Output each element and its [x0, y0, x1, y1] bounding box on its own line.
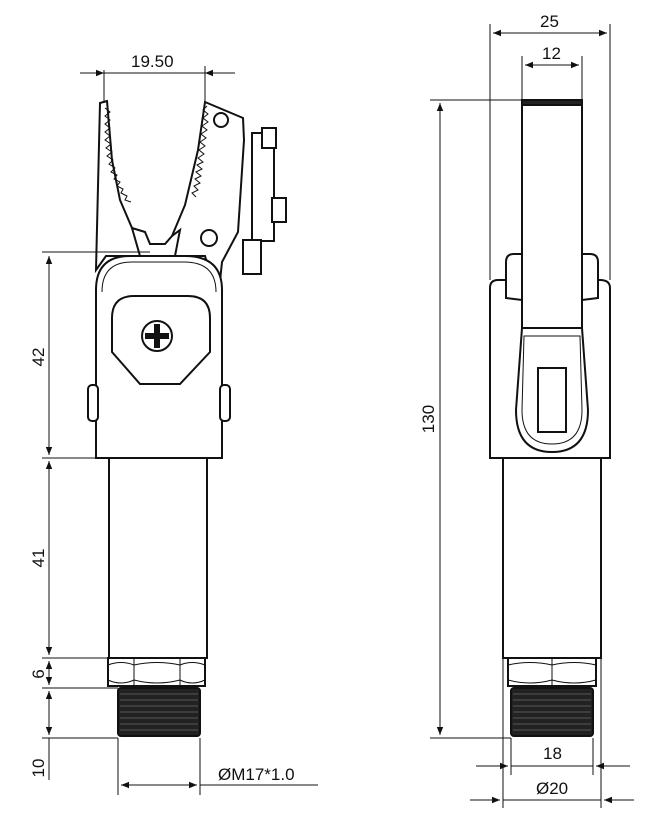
- screw-cross: [145, 324, 169, 348]
- side-arm-cap: [521, 99, 583, 106]
- dim-overall-height: 130: [419, 405, 438, 433]
- body-tube: [108, 457, 208, 659]
- roller-bracket-inner: [521, 335, 583, 445]
- side-arm: [521, 99, 583, 329]
- dim-body-dia: Ø20: [536, 779, 568, 798]
- side-view: [489, 99, 611, 737]
- side-thread-lines: [513, 693, 591, 731]
- link-plate: [251, 132, 275, 242]
- dim-nut-height: 6: [29, 669, 48, 678]
- dim-thread-dia: 18: [543, 744, 562, 763]
- side-ear-right: [581, 253, 599, 302]
- dim-overall-width: 25: [540, 12, 559, 31]
- dim-body-length: 41: [29, 549, 48, 568]
- link-plate-inner: [261, 127, 277, 149]
- dim-thread-length: 10: [29, 759, 48, 778]
- dim-jaw-opening: 19.50: [131, 52, 174, 71]
- link-tab: [271, 197, 287, 223]
- left-jaw-teeth: [104, 107, 132, 203]
- roller: [537, 367, 567, 433]
- side-boss-right: [219, 384, 231, 422]
- pivot-hole-bottom: [200, 229, 218, 247]
- dim-arm-width: 12: [542, 44, 561, 63]
- side-body-tube: [502, 457, 602, 659]
- right-jaw-teeth: [191, 105, 209, 198]
- thread-lines: [120, 693, 198, 731]
- side-ear-left: [505, 253, 523, 302]
- dim-head-height: 42: [29, 348, 48, 367]
- pivot-hole-top: [213, 112, 229, 128]
- side-boss-left: [87, 384, 99, 422]
- dim-thread: ØM17*1.0: [218, 765, 295, 784]
- head-housing-inner: [101, 261, 217, 293]
- front-view-dimensions: 19.50 42 41 6 10 ØM17*1.0: [29, 52, 318, 795]
- side-view-dimensions: 25 12 130 18 Ø20: [419, 12, 634, 808]
- link-foot: [242, 239, 262, 275]
- front-view: [87, 99, 287, 737]
